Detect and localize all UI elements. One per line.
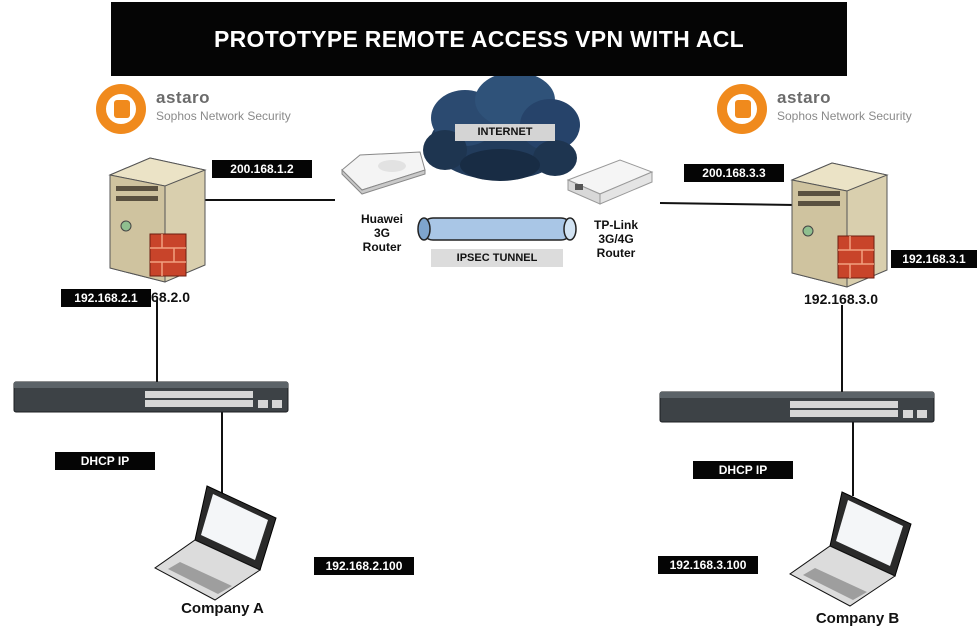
site-a-client-ip: 192.168.2.100	[314, 557, 414, 575]
laptop-a-icon	[154, 485, 277, 601]
switch-b-icon	[659, 391, 935, 423]
site-b-lan-ip: 192.168.3.1	[891, 250, 977, 268]
company-b-label: Company B	[815, 610, 900, 627]
logo-brand: astaro	[156, 88, 211, 107]
company-a-label: Company A	[181, 600, 264, 617]
tplink-router-icon	[566, 159, 654, 205]
site-a-dhcp-label: DHCP IP	[55, 452, 155, 470]
ipsec-tunnel-icon	[417, 217, 577, 241]
astaro-logo-right: astaro Sophos Network Security	[717, 84, 917, 134]
astaro-hex-icon	[735, 100, 751, 118]
internet-label: INTERNET	[455, 124, 555, 141]
site-b-dhcp-label: DHCP IP	[693, 461, 793, 479]
astaro-hex-icon	[114, 100, 130, 118]
logo-subtitle: Sophos Network Security	[156, 109, 291, 123]
huawei-router-icon	[341, 151, 426, 195]
server-a-icon	[108, 157, 207, 283]
logo-subtitle: Sophos Network Security	[777, 109, 912, 123]
logo-brand: astaro	[777, 88, 832, 107]
tplink-router-label: TP-Link 3G/4G Router	[594, 218, 638, 260]
site-a-wan-ip: 200.168.1.2	[212, 160, 312, 178]
server-b-icon	[790, 162, 889, 288]
site-a-lan-ip: 192.168.2.1	[61, 289, 151, 307]
site-b-wan-ip: 200.168.3.3	[684, 164, 784, 182]
switch-a-icon	[13, 381, 289, 413]
diagram-title: PROTOTYPE REMOTE ACCESS VPN WITH ACL	[111, 2, 847, 76]
site-b-client-ip: 192.168.3.100	[658, 556, 758, 574]
laptop-b-icon	[789, 491, 912, 607]
ipsec-tunnel-label: IPSEC TUNNEL	[431, 249, 563, 267]
site-b-network: 192.168.3.0	[804, 291, 878, 307]
astaro-logo-left: astaro Sophos Network Security	[96, 84, 296, 134]
huawei-router-label: Huawei 3G Router	[360, 212, 403, 254]
wan-link-b	[659, 202, 796, 206]
